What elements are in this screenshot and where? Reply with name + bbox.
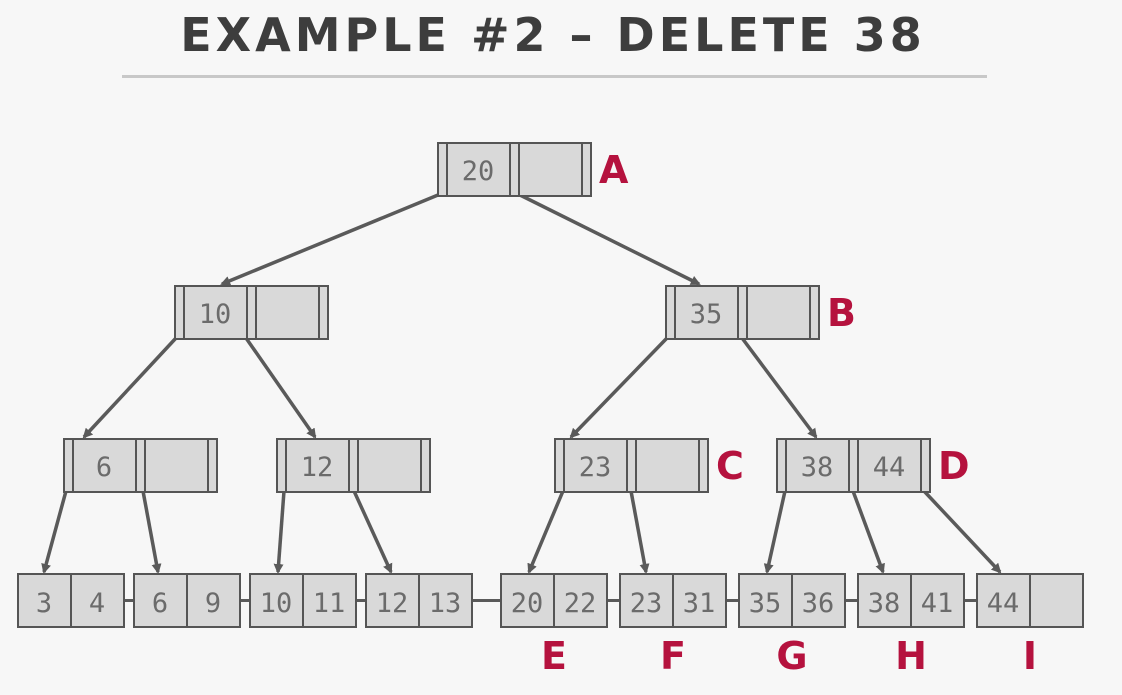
inner-node-n6: 6	[63, 438, 218, 493]
child-pointer-arrow	[82, 336, 178, 439]
leaf-label: H	[895, 634, 927, 678]
title-divider	[122, 75, 987, 78]
child-pointer-arrow	[922, 489, 1002, 574]
child-pointer-arrow	[569, 336, 669, 439]
node-label: B	[827, 291, 856, 335]
leaf-key: 38	[868, 588, 901, 619]
inner-key: 44	[873, 452, 906, 483]
child-pointer-arrow	[273, 490, 286, 574]
leaf-key: 44	[987, 588, 1020, 619]
inner-key: 12	[301, 452, 334, 483]
leaf-key: 3	[36, 588, 52, 619]
leaf-label: G	[776, 634, 807, 678]
child-pointer-arrow	[41, 490, 68, 574]
inner-key: 20	[462, 156, 495, 187]
leaf-key: 36	[802, 588, 835, 619]
child-pointer-arrow	[763, 490, 787, 574]
leaf-key: 20	[511, 588, 544, 619]
leaf-node: 12 13	[365, 573, 473, 628]
leaf-key: 22	[564, 588, 597, 619]
leaf-label: E	[541, 634, 567, 678]
leaf-key: 4	[89, 588, 105, 619]
leaf-node: 23 31F	[619, 573, 727, 678]
child-pointer-arrow	[851, 490, 885, 574]
node-label: D	[938, 444, 970, 488]
inner-key: 35	[690, 299, 723, 330]
leaf-label: I	[1023, 634, 1037, 678]
leaf-key: 23	[630, 588, 663, 619]
child-pointer-arrow	[519, 193, 701, 286]
inner-node-n12: 12	[276, 438, 431, 493]
inner-node-a: 20 A	[437, 142, 629, 197]
leaf-node: 10 11	[249, 573, 357, 628]
node-label: C	[716, 444, 744, 488]
inner-node-n10: 10	[174, 285, 329, 340]
leaf-key: 13	[429, 588, 462, 619]
leaf-key: 12	[376, 588, 409, 619]
leaf-key: 31	[683, 588, 716, 619]
inner-node-d: 38 44 D	[776, 438, 970, 493]
inner-node-b: 35 B	[665, 285, 856, 340]
inner-key: 23	[579, 452, 612, 483]
leaf-key: 6	[152, 588, 168, 619]
inner-key: 38	[801, 452, 834, 483]
leaf-node: 44I	[976, 573, 1084, 678]
leaf-key: 10	[260, 588, 293, 619]
leaf-node: 38 41H	[857, 573, 965, 678]
child-pointer-arrow	[220, 193, 439, 286]
child-pointer-arrow	[629, 490, 650, 574]
child-pointer-arrow	[527, 490, 565, 574]
page-title: EXAMPLE #2 – DELETE 38	[180, 8, 926, 62]
leaf-key: 11	[313, 588, 346, 619]
child-pointer-arrow	[141, 490, 162, 574]
inner-node-c: 23 C	[554, 438, 744, 493]
leaf-key: 9	[205, 588, 221, 619]
child-pointer-arrow	[740, 336, 818, 439]
child-pointer-arrow	[352, 490, 393, 574]
node-label: A	[599, 148, 629, 192]
leaf-node: 35 36G	[738, 573, 846, 678]
leaf-key: 35	[749, 588, 782, 619]
leaf-node: 20 22E	[500, 573, 608, 678]
leaf-label: F	[660, 634, 686, 678]
leaf-key: 41	[921, 588, 954, 619]
inner-key: 6	[96, 452, 112, 483]
child-pointer-arrow	[244, 336, 317, 439]
inner-key: 10	[199, 299, 232, 330]
